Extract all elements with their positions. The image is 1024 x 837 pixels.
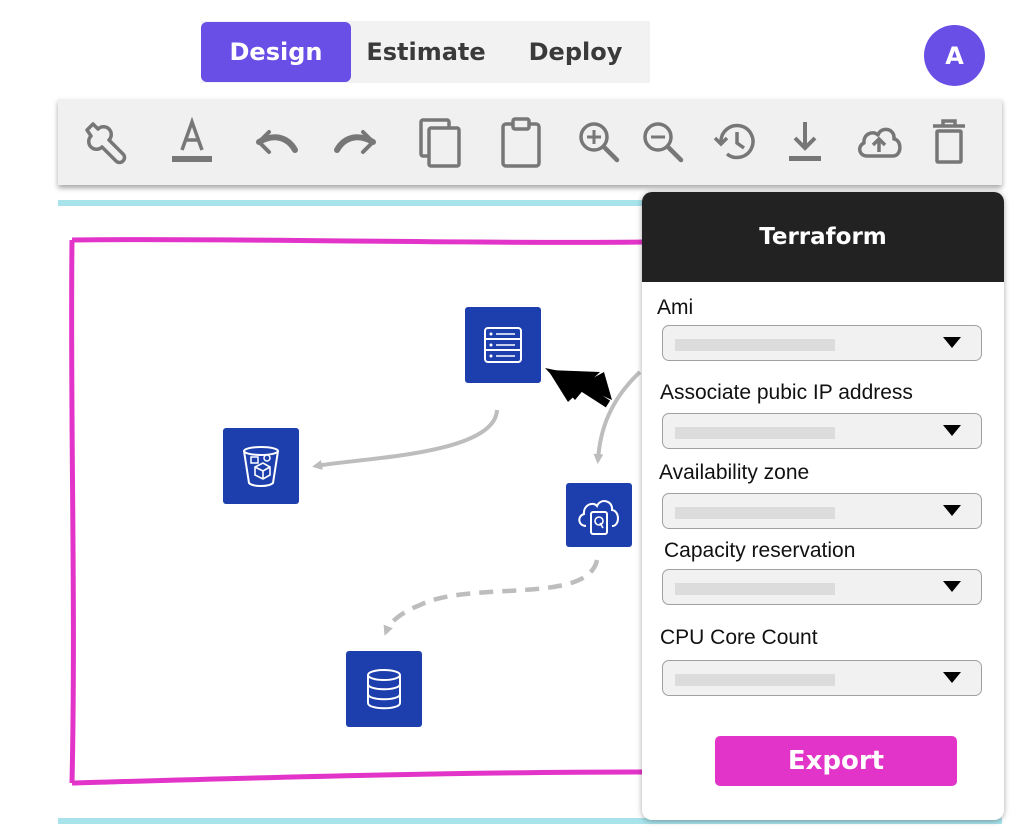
select-placeholder bbox=[675, 507, 835, 519]
bucket-icon bbox=[243, 446, 279, 487]
dropdown-caret-icon bbox=[943, 425, 961, 436]
connector-server-bucket bbox=[312, 409, 499, 470]
field-label-availability-zone: Availability zone bbox=[659, 461, 810, 484]
connector-panel-storage bbox=[593, 370, 642, 464]
pointer-arrow-icon bbox=[545, 368, 612, 408]
terraform-panel: Terraform Ami Associate pubic IP address… bbox=[642, 192, 1004, 820]
tab-estimate[interactable]: Estimate bbox=[366, 38, 486, 66]
paste-icon[interactable] bbox=[492, 113, 550, 171]
server-node[interactable] bbox=[465, 307, 541, 383]
mode-tabs: Design Estimate Deploy bbox=[201, 21, 650, 83]
public-ip-select[interactable] bbox=[662, 413, 982, 449]
zoom-in-icon[interactable] bbox=[570, 113, 628, 171]
field-label-cpu-core-count: CPU Core Count bbox=[660, 626, 818, 649]
tab-design[interactable]: Design bbox=[201, 22, 351, 82]
undo-icon[interactable] bbox=[246, 113, 304, 171]
capacity-reservation-select[interactable] bbox=[662, 569, 982, 605]
dropdown-caret-icon bbox=[943, 581, 961, 592]
database-icon bbox=[367, 669, 401, 710]
download-icon[interactable] bbox=[776, 113, 834, 171]
cpu-core-count-select[interactable] bbox=[662, 660, 982, 696]
avatar[interactable]: A bbox=[924, 25, 985, 86]
field-label-public-ip: Associate pubic IP address bbox=[660, 381, 913, 404]
redo-icon[interactable] bbox=[328, 113, 386, 171]
text-format-icon[interactable] bbox=[163, 113, 221, 171]
toolbar bbox=[58, 99, 1002, 185]
server-icon bbox=[484, 327, 522, 363]
cloud-upload-icon[interactable] bbox=[850, 113, 908, 171]
frame-boundary bbox=[69, 237, 647, 786]
trash-icon[interactable] bbox=[920, 113, 978, 171]
zoom-out-icon[interactable] bbox=[634, 113, 692, 171]
field-label-ami: Ami bbox=[657, 296, 694, 319]
tab-deploy[interactable]: Deploy bbox=[528, 38, 623, 66]
select-placeholder bbox=[675, 427, 835, 439]
cloud-storage-icon bbox=[578, 500, 619, 535]
database-node[interactable] bbox=[346, 651, 422, 727]
panel-title: Terraform bbox=[642, 192, 1004, 282]
dropdown-caret-icon bbox=[943, 672, 961, 683]
select-placeholder bbox=[675, 339, 835, 351]
cloud-storage-node[interactable] bbox=[566, 483, 632, 547]
dropdown-caret-icon bbox=[943, 337, 961, 348]
canvas-bottom-border bbox=[58, 818, 1002, 824]
select-placeholder bbox=[675, 583, 835, 595]
ami-select[interactable] bbox=[662, 325, 982, 361]
wrench-icon[interactable] bbox=[76, 113, 134, 171]
connector-storage-database bbox=[383, 559, 600, 636]
copy-icon[interactable] bbox=[412, 113, 470, 171]
bucket-node[interactable] bbox=[223, 428, 299, 504]
canvas-top-border bbox=[58, 200, 1002, 206]
export-button[interactable]: Export bbox=[715, 736, 957, 786]
availability-zone-select[interactable] bbox=[662, 493, 982, 529]
dropdown-caret-icon bbox=[943, 505, 961, 516]
select-placeholder bbox=[675, 674, 835, 686]
history-icon[interactable] bbox=[708, 113, 766, 171]
field-label-capacity-reservation: Capacity reservation bbox=[664, 539, 856, 562]
